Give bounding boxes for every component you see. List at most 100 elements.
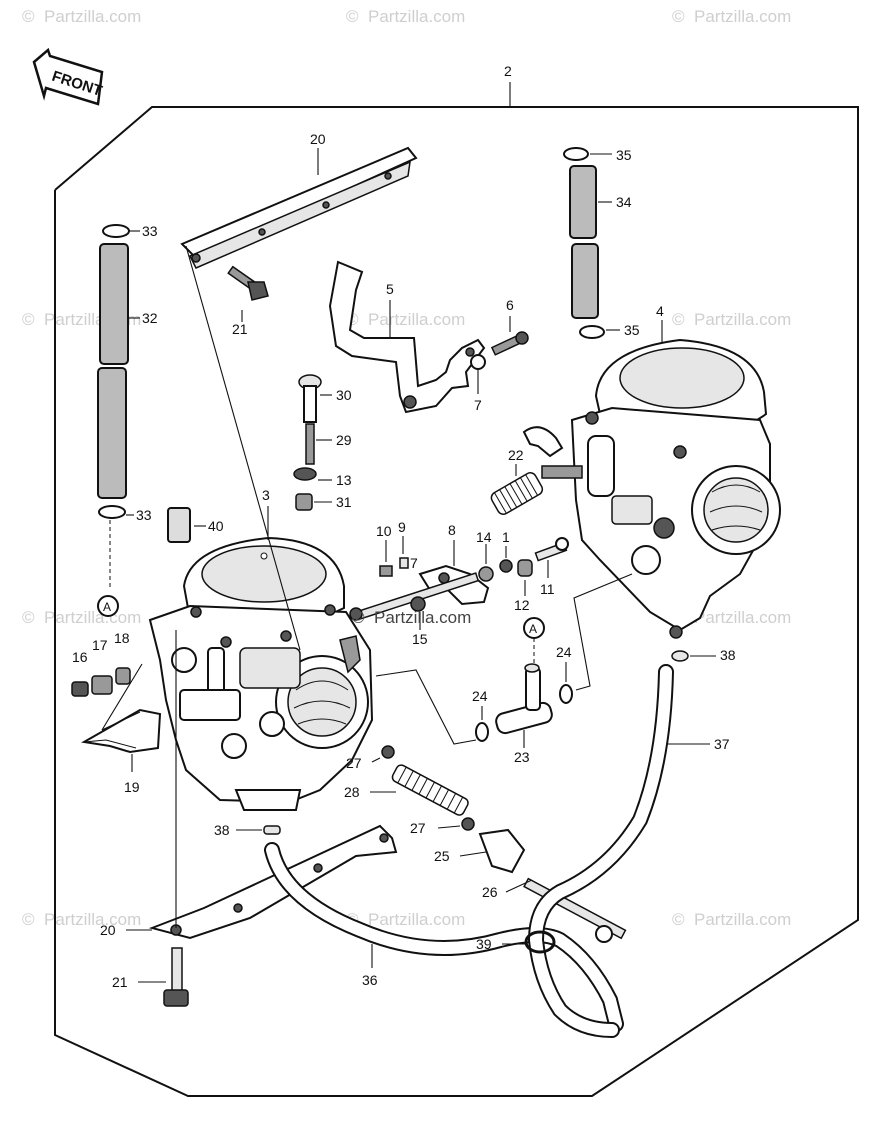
front-direction-arrow: FRONT	[32, 47, 104, 106]
watermark-center: © Partzilla.com	[352, 608, 471, 627]
part-38-plug-right	[671, 650, 716, 662]
part-20-upper-bracket	[180, 146, 418, 269]
part-20-lower-bracket	[126, 824, 398, 940]
callout-32: 32	[142, 310, 158, 326]
callout-23: 23	[514, 749, 530, 765]
connector-a-left: A	[97, 595, 119, 617]
part-28-spring	[370, 764, 469, 816]
callout-24: 24	[472, 688, 488, 704]
callout-21: 21	[232, 321, 248, 337]
callout-28: 28	[344, 784, 360, 800]
watermark-row-3: © Partzilla.com © Partzilla.com	[22, 608, 791, 627]
part-27-o-ring-upper	[371, 745, 395, 763]
watermark: Partzilla.com	[374, 608, 471, 627]
callout-14: 14	[476, 529, 492, 545]
callout-34: 34	[616, 194, 632, 210]
callout-17: 17	[92, 637, 108, 653]
part-24-gasket-right	[559, 662, 573, 704]
part-5-throttle-bracket	[328, 260, 486, 414]
watermark: Partzilla.com	[368, 910, 465, 929]
part-19-choke-lever	[81, 663, 162, 772]
watermark: Partzilla.com	[44, 608, 141, 627]
callout-30: 30	[336, 387, 352, 403]
callout-25: 25	[434, 848, 450, 864]
callout-24: 24	[556, 644, 572, 660]
callout-31: 31	[336, 494, 352, 510]
part-34-right-fuel-hose	[563, 147, 620, 339]
part-15-shaft	[349, 572, 480, 630]
callout-35: 35	[624, 322, 640, 338]
callout-1: 1	[502, 529, 510, 545]
callout-39: 39	[476, 936, 492, 952]
callout-40: 40	[208, 518, 224, 534]
part-17-nut	[91, 675, 113, 695]
callout-7: 7	[474, 397, 482, 413]
callout-6: 6	[506, 297, 514, 313]
part-36-vent-hose	[264, 842, 624, 1032]
watermark-copyright: ©	[22, 910, 35, 929]
part-1-washer	[499, 546, 513, 573]
callout-29: 29	[336, 432, 352, 448]
callout-11: 11	[540, 581, 555, 597]
watermark-copyright: ©	[352, 608, 365, 627]
part-21-upper-bolt	[227, 265, 269, 322]
part-25-fitting	[459, 828, 526, 874]
watermark: Partzilla.com	[694, 310, 791, 329]
connector-a-label: A	[529, 622, 537, 636]
callout-33: 33	[136, 507, 152, 523]
callout-18: 18	[114, 630, 130, 646]
callout-2: 2	[504, 63, 512, 79]
callout-19: 19	[124, 779, 140, 795]
callout-15: 15	[412, 631, 428, 647]
part-39-hose-clamp	[502, 930, 556, 954]
part-4-right-carburetor	[522, 320, 781, 639]
callout-20: 20	[310, 131, 326, 147]
watermark: Partzilla.com	[694, 910, 791, 929]
callout-21: 21	[112, 974, 128, 990]
callout-38: 38	[214, 822, 230, 838]
part-37-vent-hose	[527, 664, 710, 1038]
part-32-left-fuel-hose	[97, 224, 140, 590]
watermark: Partzilla.com	[44, 910, 141, 929]
part-23-fuel-tee	[495, 663, 553, 748]
part-22-spring	[490, 464, 544, 515]
part-27-o-ring-lower	[437, 817, 475, 831]
callout-20: 20	[100, 922, 116, 938]
reference-lines	[175, 245, 301, 928]
part-6-screw	[490, 316, 529, 356]
parts-30-29-13-31-needle-stack	[293, 374, 332, 511]
connector-a-right: A	[523, 617, 545, 666]
part-18-spring	[115, 667, 131, 685]
watermark-copyright: ©	[346, 7, 359, 26]
part-38-plug-left	[236, 825, 281, 835]
watermark-copyright: ©	[672, 7, 685, 26]
part-12-spring	[517, 559, 533, 596]
watermark-copyright: ©	[672, 910, 685, 929]
callout-4: 4	[656, 303, 664, 319]
callout-7: 7	[410, 555, 418, 571]
callout-8: 8	[448, 522, 456, 538]
watermark-row-top: © Partzilla.com © Partzilla.com © Partzi…	[22, 7, 791, 26]
part-16-cap	[71, 681, 89, 697]
watermark-copyright: ©	[22, 608, 35, 627]
callout-16: 16	[72, 649, 88, 665]
callout-33: 33	[142, 223, 158, 239]
part-7-washer-upper	[470, 354, 486, 394]
callout-13: 13	[336, 472, 352, 488]
part-3-left-carburetor	[148, 506, 374, 811]
callout-38: 38	[720, 647, 736, 663]
callout-26: 26	[482, 884, 498, 900]
watermark: Partzilla.com	[368, 7, 465, 26]
watermark-copyright: ©	[22, 310, 35, 329]
watermark: Partzilla.com	[694, 608, 791, 627]
callout-35: 35	[616, 147, 632, 163]
watermark-copyright: ©	[22, 7, 35, 26]
part-24-gasket-left	[475, 706, 489, 742]
watermark: Partzilla.com	[368, 310, 465, 329]
callout-10: 10	[376, 523, 392, 539]
part-40-filter	[167, 507, 206, 543]
callout-27: 27	[346, 755, 362, 771]
watermark-copyright: ©	[672, 310, 685, 329]
connector-a-label: A	[103, 600, 111, 614]
